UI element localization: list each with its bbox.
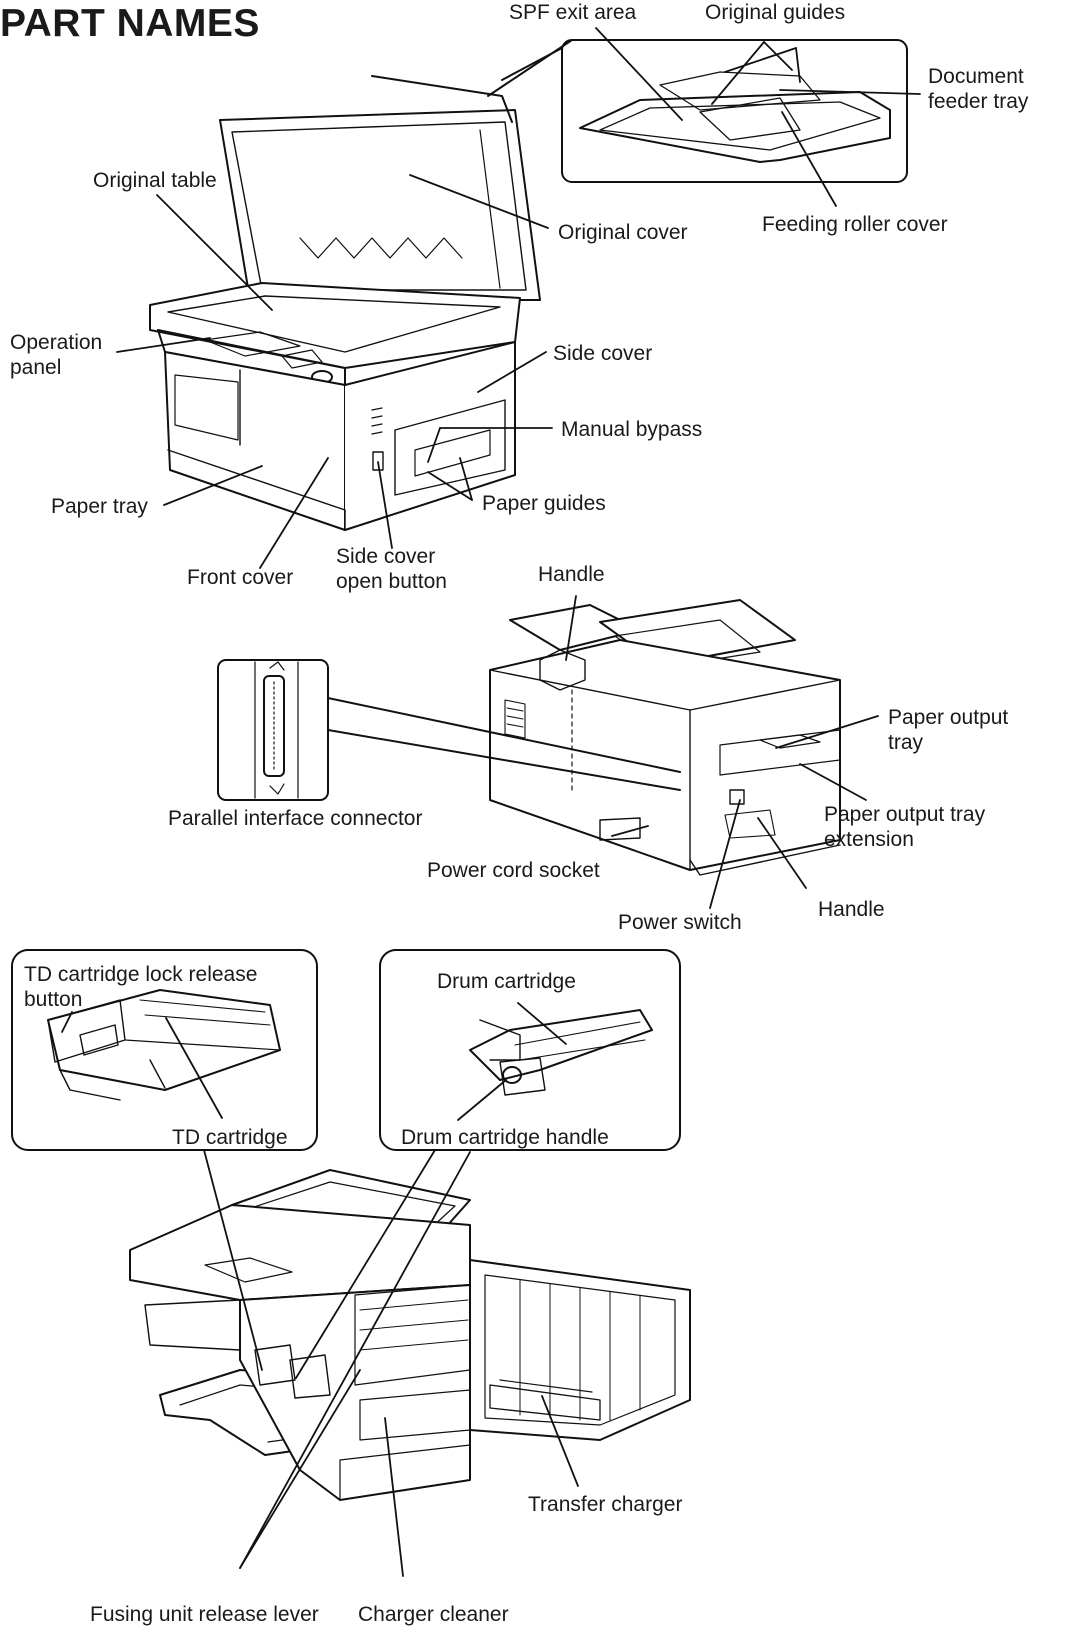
label-paper-guides: Paper guides — [482, 492, 606, 515]
label-parallel-interface-connector: Parallel interface connector — [168, 807, 423, 830]
parallel-connector-inset — [218, 660, 680, 800]
label-drum-cartridge: Drum cartridge — [437, 970, 576, 993]
copier-rear-illustration — [490, 600, 840, 875]
label-paper-output-tray-extension: Paper output tray extension — [824, 803, 986, 851]
label-fusing-unit-release-lever: Fusing unit release lever — [90, 1603, 319, 1626]
label-drum-cartridge-handle: Drum cartridge handle — [401, 1126, 609, 1149]
copier-front-illustration — [150, 76, 540, 530]
label-td-cartridge: TD cartridge — [172, 1126, 288, 1149]
copier-open-illustration — [130, 1170, 690, 1500]
label-paper-output-tray: Paper output tray — [888, 706, 1009, 754]
label-original-guides: Original guides — [705, 1, 846, 24]
label-spf-exit-area: SPF exit area — [509, 1, 637, 24]
label-td-cartridge-lock-release-button: TD cartridge lock release button — [24, 963, 258, 1011]
leader-lines — [62, 28, 920, 1576]
label-manual-bypass: Manual bypass — [561, 418, 703, 441]
label-paper-tray: Paper tray — [51, 495, 148, 518]
label-charger-cleaner: Charger cleaner — [358, 1603, 509, 1626]
page-title: PART NAMES — [0, 2, 260, 45]
drum-cartridge-inset — [380, 950, 680, 1150]
label-side-cover-open-button: Side cover open button — [336, 545, 447, 593]
label-power-cord-socket: Power cord socket — [427, 859, 600, 882]
label-original-table: Original table — [93, 169, 217, 192]
label-front-cover: Front cover — [187, 566, 294, 589]
spf-inset — [488, 40, 907, 182]
label-original-cover: Original cover — [558, 221, 688, 244]
label-transfer-charger: Transfer charger — [528, 1493, 683, 1516]
label-handle-top: Handle — [538, 563, 605, 586]
label-handle-bottom: Handle — [818, 898, 885, 921]
td-cartridge-inset — [12, 950, 317, 1150]
label-power-switch: Power switch — [618, 911, 742, 934]
label-side-cover: Side cover — [553, 342, 653, 365]
label-feeding-roller-cover: Feeding roller cover — [762, 213, 948, 236]
label-operation-panel: Operation panel — [10, 331, 103, 379]
label-document-feeder-tray: Document feeder tray — [928, 65, 1029, 113]
